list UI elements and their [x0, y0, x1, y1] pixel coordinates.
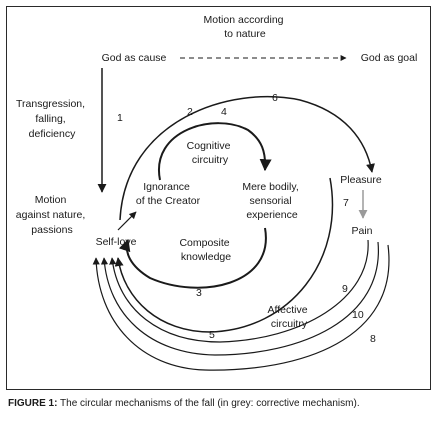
- ignorance-label: Ignorance of the Creator: [136, 181, 201, 207]
- pain-label: Pain: [351, 225, 372, 237]
- transgression-label: Transgression, falling, deficiency: [16, 98, 88, 140]
- number-8: 8: [370, 333, 376, 345]
- number-4: 4: [221, 106, 227, 118]
- composite-arc: [118, 227, 267, 289]
- cognitive-label: Cognitive circuitry: [187, 140, 234, 166]
- figure-frame: [6, 6, 431, 390]
- number-2: 2: [187, 106, 193, 118]
- arc-10: [100, 241, 379, 356]
- number-9: 9: [342, 283, 348, 295]
- cognitive-arc: [157, 122, 272, 181]
- affective-label: Affective circuitry: [268, 304, 311, 330]
- god-cause-label: God as cause: [102, 52, 167, 64]
- number-7: 7: [343, 197, 349, 209]
- self-love-ignorance-arrow: [117, 211, 137, 231]
- motion-nature-label: Motion according to nature: [204, 14, 287, 40]
- number-10: 10: [352, 309, 364, 321]
- motion-against-label: Motion against nature, passions: [16, 194, 88, 236]
- diagram: Motion according to nature God as cause …: [16, 14, 418, 371]
- caption-text: The circular mechanisms of the fall (in …: [57, 398, 360, 409]
- arc-8: [92, 244, 390, 371]
- number-3: 3: [196, 287, 202, 299]
- self-love-label: Self-love: [96, 236, 137, 248]
- bodily-label: Mere bodily, sensorial experience: [242, 181, 301, 221]
- caption-label: FIGURE 1:: [8, 398, 58, 409]
- arc-9: [109, 239, 369, 343]
- composite-label: Composite knowledge: [179, 237, 232, 263]
- number-5: 5: [209, 329, 215, 341]
- figure-caption: FIGURE 1: The circular mechanisms of the…: [8, 398, 360, 409]
- outer-arc-6: [119, 96, 375, 221]
- number-1: 1: [117, 112, 123, 124]
- god-goal-label: God as goal: [361, 52, 418, 64]
- affective-arc: [114, 177, 334, 333]
- number-6: 6: [272, 92, 278, 104]
- pleasure-label: Pleasure: [340, 174, 382, 186]
